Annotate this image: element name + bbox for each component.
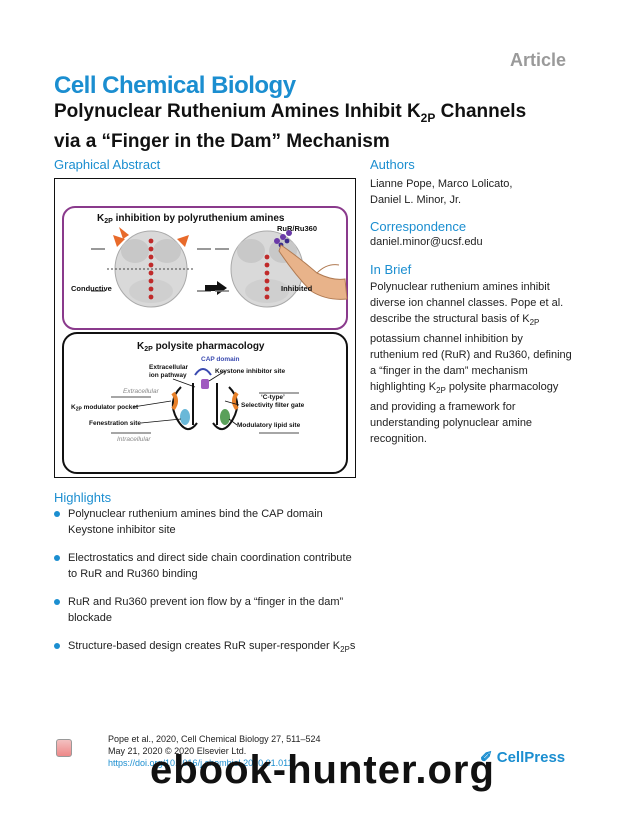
title-line-1: Polynuclear Ruthenium Amines Inhibit K2P… [54, 101, 527, 125]
article-title: Polynuclear Ruthenium Amines Inhibit K2P… [54, 100, 594, 153]
label-ctype: ‘C-type’ [261, 394, 285, 401]
in-brief-line: ruthenium red (RuR) and Ru360, defining [370, 349, 572, 362]
label-inhibited: Inhibited [281, 284, 313, 293]
in-brief-line: understanding polynuclear amine [370, 417, 533, 430]
ruthenium-molecule [274, 230, 292, 248]
citation-text: Pope et al., 2020, Cell Chemical Biology… [108, 734, 321, 744]
label-keystone: Keystone inhibitor site [215, 368, 285, 375]
in-brief-line: highlighting K2P polysite pharmacology [370, 381, 559, 396]
label-intracellular: Intracellular [117, 436, 151, 443]
in-brief-line: and providing a framework for [370, 401, 516, 414]
flow-arrows [113, 227, 189, 247]
in-brief-heading: In Brief [370, 262, 412, 277]
highlight-item: Structure-based design creates RuR super… [54, 638, 364, 658]
highlight-item: RuR and Ru360 prevent ion flow by a “fin… [54, 594, 364, 626]
panel1-title: K2P inhibition by polyruthenium amines [97, 213, 285, 225]
in-brief-line: recognition. [370, 433, 427, 446]
article-tag: Article [509, 50, 566, 70]
membrane-lines-right [215, 248, 229, 292]
crossmark-icon[interactable] [56, 739, 72, 757]
label-selectivity: Selectivity filter gate [241, 402, 305, 409]
label-rur: RuR/Ru360 [277, 224, 317, 233]
label-cap: CAP domain [201, 356, 240, 363]
title-line-2: via a “Finger in the Dam” Mechanism [54, 130, 390, 152]
in-brief-line: diverse ion channel classes. Pope et al. [370, 297, 564, 309]
bullet-icon [54, 599, 60, 605]
in-brief-text: Polynuclear ruthenium amines inhibit div… [370, 279, 590, 447]
bullet-icon [54, 511, 60, 517]
authors-heading: Authors [370, 157, 415, 172]
authors-line-2: Daniel L. Minor, Jr. [370, 194, 462, 206]
leader-lines [132, 370, 240, 426]
label-ion-pathway-1: Extracellular [149, 364, 188, 371]
graphical-abstract-figure: K2P inhibition by polyruthenium amines R… [54, 178, 356, 478]
in-brief-line: a “finger in the dam” mechanism [370, 365, 528, 378]
citation-footer: Pope et al., 2020, Cell Chemical Biology… [108, 733, 320, 769]
label-conductive: Conductive [71, 284, 112, 293]
site-markers [171, 379, 239, 425]
doi-link[interactable]: https://doi.org/10.1016/j.chembiol.2020.… [108, 758, 293, 768]
in-brief-line: potassium channel inhibition by [370, 333, 523, 346]
panel2-title: K2P polysite pharmacology [137, 341, 265, 353]
cellpress-icon: ✐ [480, 749, 493, 766]
label-modulator-pocket: K2P modulator pocket [71, 404, 139, 413]
bullet-icon [54, 555, 60, 561]
in-brief-line: describe the structural basis of K2P [370, 313, 540, 328]
authors-line-1: Lianne Pope, Marco Lolicato, [370, 178, 513, 190]
journal-name[interactable]: Cell Chemical Biology [54, 72, 296, 99]
watermark-text: ebook-hunter.org [150, 748, 495, 792]
finger-hand [278, 244, 348, 300]
ion-dots-left [148, 238, 154, 300]
label-modulatory-lipid: Modulatory lipid site [237, 422, 301, 429]
label-ion-pathway-2: ion pathway [149, 372, 187, 379]
authors-list: Lianne Pope, Marco Lolicato, Daniel L. M… [370, 176, 512, 208]
correspondence-email[interactable]: daniel.minor@ucsf.edu [370, 236, 483, 248]
membrane-lines-bottom [111, 392, 299, 434]
ion-dots-right [264, 254, 270, 300]
citation-date: May 21, 2020 © 2020 Elsevier Ltd. [108, 746, 247, 756]
bullet-icon [54, 643, 60, 649]
channel-conductive [107, 230, 195, 308]
correspondence-heading: Correspondence [370, 219, 467, 234]
highlight-item: Polynuclear ruthenium amines bind the CA… [54, 506, 364, 538]
panel-polysite [62, 332, 348, 474]
highlights-list: Polynuclear ruthenium amines bind the CA… [54, 506, 364, 670]
label-extracellular: Extracellular [123, 388, 160, 395]
cellpress-logo: ✐ CellPress [480, 749, 566, 766]
highlights-heading: Highlights [54, 490, 112, 505]
highlight-item: Electrostatics and direct side chain coo… [54, 550, 364, 582]
in-brief-line: Polynuclear ruthenium amines inhibit [370, 281, 550, 293]
graphical-abstract-heading: Graphical Abstract [54, 157, 161, 172]
label-fenestration: Fenestration site [89, 420, 141, 427]
graphical-abstract-svg: K2P inhibition by polyruthenium amines R… [62, 206, 348, 474]
